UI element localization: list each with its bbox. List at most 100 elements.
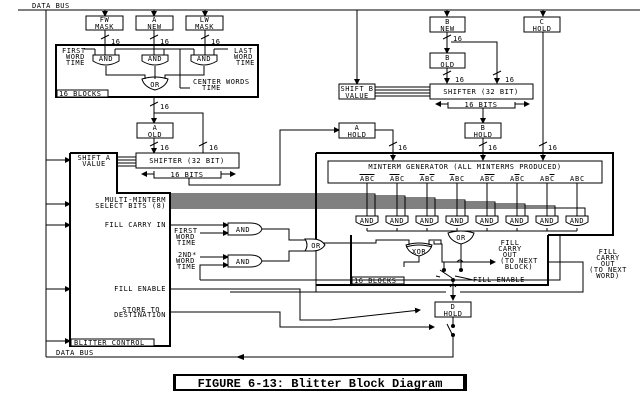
and-gate-minterm-1: AND: [385, 215, 409, 231]
minterm-letter: B: [425, 175, 430, 183]
hold-registers: A HOLD B HOLD 16 16 16: [338, 122, 557, 161]
caption-text: FIGURE 6-13: Blitter Block Diagram: [198, 377, 443, 391]
select-bit-line: [170, 207, 586, 216]
minterm-generator: MINTERM GENERATOR (ALL MINTERMS PRODUCED…: [327, 160, 603, 184]
svg-text:B: B: [445, 18, 450, 26]
svg-text:VALUE: VALUE: [345, 92, 369, 100]
svg-text:16 BITS: 16 BITS: [464, 101, 497, 109]
svg-text:TIME: TIME: [177, 263, 196, 271]
minterm-letter: A: [510, 175, 515, 183]
minterm-letter: C: [370, 175, 375, 183]
and-gate-label: AND: [510, 217, 524, 225]
svg-text:OLD: OLD: [440, 61, 454, 69]
minterm-letter: B: [545, 175, 550, 183]
svg-text:SHIFT B: SHIFT B: [340, 85, 373, 93]
svg-text:MINTERM GENERATOR (ALL MINTERM: MINTERM GENERATOR (ALL MINTERMS PRODUCED…: [368, 163, 561, 171]
minterm-select-bus: [170, 193, 586, 216]
svg-text:A: A: [153, 124, 158, 132]
and-gate-label: AND: [540, 217, 554, 225]
svg-text:OR: OR: [150, 81, 160, 89]
svg-text:SHIFTER (32 BIT): SHIFTER (32 BIT): [443, 88, 518, 96]
svg-text:AND: AND: [236, 258, 250, 266]
svg-text:STORE TO: STORE TO: [122, 306, 160, 314]
select-bit-line: [170, 205, 556, 216]
select-bit-line: [170, 197, 436, 216]
minterm-letter: C: [520, 175, 525, 183]
svg-text:2ND*: 2ND*: [178, 251, 197, 259]
and-gate-body: [505, 215, 529, 226]
and-gate-body: [535, 215, 559, 226]
svg-text:MULTI-MINTERM: MULTI-MINTERM: [105, 196, 166, 204]
svg-text:FILL: FILL: [501, 239, 520, 247]
and-gate-label: AND: [480, 217, 494, 225]
svg-text:VALUE: VALUE: [82, 160, 106, 168]
svg-text:AND: AND: [197, 55, 211, 63]
svg-text:DESTINATION: DESTINATION: [114, 311, 166, 319]
a-path: A OLD 16 16 SHIFTER (32 BIT) 16 BITS: [135, 122, 340, 186]
svg-text:CARRY: CARRY: [596, 254, 620, 262]
svg-text:WORD: WORD: [176, 257, 195, 265]
svg-text:16: 16: [211, 38, 220, 46]
and-gate-minterm-3: AND: [445, 215, 469, 231]
minterm-letter: A: [390, 175, 395, 183]
svg-text:16: 16: [111, 38, 120, 46]
svg-text:16: 16: [398, 144, 407, 152]
and-gate-label: AND: [570, 217, 584, 225]
data-bus-bottom: DATA BUS: [45, 349, 240, 358]
blitter-control: BLITTER CONTROL SHIFT A VALUE MULTI-MINT…: [46, 152, 435, 347]
svg-text:WORD: WORD: [66, 53, 85, 61]
minterm-letter: B: [455, 175, 460, 183]
svg-text:CARRY: CARRY: [498, 245, 522, 253]
svg-text:WORD): WORD): [596, 272, 620, 280]
minterm-letter: B: [395, 175, 400, 183]
svg-text:(TO NEXT: (TO NEXT: [500, 257, 538, 265]
svg-text:16: 16: [160, 144, 169, 152]
svg-text:B: B: [481, 124, 486, 132]
b-c-path: B NEW C HOLD 16 B OLD 16 16 SHIFT B VALU…: [338, 10, 561, 161]
minterm-letter: C: [490, 175, 495, 183]
and-gate-body: [385, 215, 409, 226]
svg-text:B: B: [445, 54, 450, 62]
svg-text:WORD: WORD: [234, 53, 253, 61]
d-hold-register: D HOLD: [434, 301, 472, 318]
svg-text:FILL ENABLE: FILL ENABLE: [114, 285, 166, 293]
select-bit-line: [170, 203, 526, 216]
svg-text:OR: OR: [456, 234, 466, 242]
svg-text:XOR: XOR: [412, 248, 426, 256]
svg-text:NEW: NEW: [147, 23, 161, 31]
svg-text:HOLD: HOLD: [474, 131, 493, 139]
svg-text:HOLD: HOLD: [533, 25, 552, 33]
or-gate-minterm: OR: [447, 230, 475, 245]
minterm-blocks-label: 16 BLOCKS: [354, 277, 396, 285]
and-gate-label: AND: [420, 217, 434, 225]
minterm-letter: C: [460, 175, 465, 183]
svg-text:A: A: [152, 16, 157, 24]
minterm-letter: B: [575, 175, 580, 183]
minterm-letter: C: [430, 175, 435, 183]
or-gate-fill: OR: [304, 238, 326, 252]
mask-blocks-label: 16 BLOCKS: [59, 90, 101, 98]
d-output: D HOLD: [236, 301, 472, 360]
svg-text:AND: AND: [99, 55, 113, 63]
svg-text:LW: LW: [200, 16, 210, 24]
data-bus-top-label: DATA BUS: [32, 2, 70, 10]
svg-text:WORD: WORD: [176, 233, 195, 241]
select-bit-line: [170, 195, 406, 216]
svg-text:16: 16: [505, 76, 514, 84]
svg-text:FIRST: FIRST: [62, 47, 86, 55]
b-old-register: B OLD: [429, 52, 466, 69]
c-hold-register: C HOLD: [523, 16, 561, 33]
svg-text:C: C: [540, 18, 545, 26]
svg-text:OR: OR: [311, 242, 321, 250]
svg-text:OLD: OLD: [148, 131, 162, 139]
b-hold-register: B HOLD: [464, 122, 502, 139]
svg-text:SHIFTER (32 BIT): SHIFTER (32 BIT): [149, 157, 224, 165]
svg-text:HOLD: HOLD: [348, 131, 367, 139]
svg-text:16: 16: [488, 144, 497, 152]
svg-text:TIME: TIME: [202, 84, 221, 92]
svg-text:16: 16: [548, 144, 557, 152]
